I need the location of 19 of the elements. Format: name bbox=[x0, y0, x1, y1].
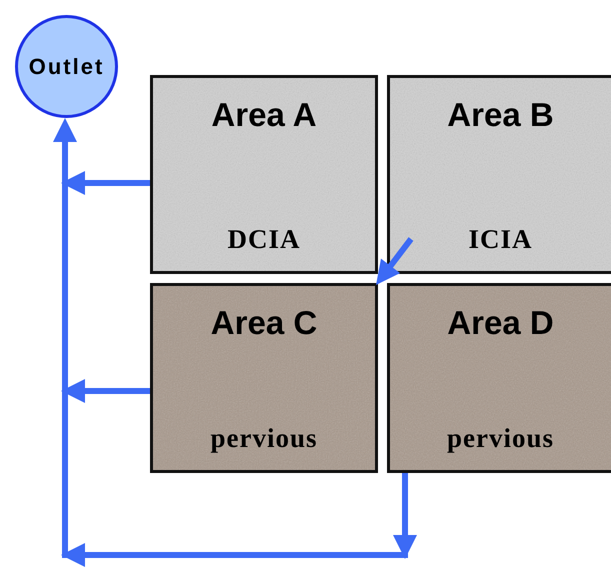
area-type-label: pervious bbox=[446, 423, 554, 454]
area-title: Area D bbox=[447, 304, 554, 342]
pervious-area-box bbox=[387, 283, 611, 473]
area-type-label: DCIA bbox=[227, 224, 300, 255]
flow-arrow bbox=[393, 473, 417, 559]
area-title: Area B bbox=[447, 96, 554, 134]
impervious-area-box bbox=[387, 75, 611, 274]
flow-arrow bbox=[53, 118, 77, 558]
area-type-label: ICIA bbox=[468, 224, 532, 255]
pervious-area-box bbox=[150, 283, 378, 473]
flow-arrow bbox=[61, 171, 150, 195]
impervious-area-box bbox=[150, 75, 378, 274]
outlet-label: Outlet bbox=[28, 54, 104, 80]
flow-arrow bbox=[376, 237, 414, 285]
flow-arrow bbox=[61, 379, 150, 403]
area-title: Area C bbox=[210, 304, 318, 342]
area-title: Area A bbox=[211, 96, 317, 134]
area-type-label: pervious bbox=[210, 423, 318, 454]
flow-arrow bbox=[61, 543, 408, 567]
